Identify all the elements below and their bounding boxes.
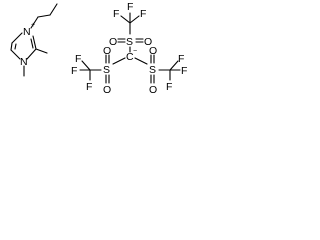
atom-f-right-down: F	[166, 81, 172, 93]
bond-cf3-left-f-up	[81, 60, 91, 71]
ring-bond-c5-n3	[11, 32, 23, 44]
ring-bond-n3-c2	[32, 35, 37, 50]
atom-n-methyl: N	[20, 56, 28, 68]
ring-double-bond-c2-n3	[30, 38, 34, 49]
atom-s-right: S	[149, 64, 156, 76]
bond-cf3-top-f-left	[120, 15, 131, 24]
atom-s-left: S	[103, 64, 110, 76]
atom-o-right-down: O	[149, 84, 157, 96]
atom-o-top-left: O	[109, 36, 117, 48]
atom-f-top-right: F	[140, 8, 146, 20]
atom-f-top-left: F	[113, 8, 119, 20]
charge-minus: −	[133, 48, 137, 55]
bond-cf3-right-f-up	[169, 60, 179, 71]
bond-cf3-top-f-right	[129, 15, 140, 24]
ring-bond-c2-n1	[26, 48, 37, 60]
bond-c-s-right	[134, 57, 148, 65]
atom-f-left-down: F	[86, 81, 92, 93]
atom-f-top-up: F	[127, 1, 133, 13]
atom-f-right-up: F	[178, 53, 184, 65]
atom-f-left-left: F	[71, 65, 77, 77]
chemical-structure: N + N C −	[10, 1, 187, 96]
propyl-bond-3	[49, 3, 58, 16]
methide-anion: C − S O O F F F S O O F F F S O O F F F	[71, 1, 187, 96]
propyl-bond-1	[30, 16, 39, 29]
atom-o-left-down: O	[103, 84, 111, 96]
charge-plus: +	[31, 22, 35, 29]
ring-bond-c4-c5	[10, 42, 13, 51]
methyl-bond-c2	[35, 48, 48, 54]
atom-c-minus: C	[126, 51, 134, 63]
imidazolium-cation: N + N	[10, 3, 58, 77]
propyl-bond-2	[37, 14, 51, 18]
ring-bond-n1-c4	[10, 49, 21, 60]
atom-f-right-right: F	[181, 65, 187, 77]
bond-c-s-left	[112, 57, 126, 65]
atom-s-top: S	[126, 36, 133, 48]
atom-o-right-up: O	[149, 45, 157, 57]
atom-n-plus: N	[23, 26, 31, 38]
ring-double-bond-c4-c5	[14, 43, 17, 50]
atom-f-left-up: F	[75, 53, 81, 65]
atom-o-left-up: O	[103, 45, 111, 57]
atom-o-top-right: O	[144, 36, 152, 48]
